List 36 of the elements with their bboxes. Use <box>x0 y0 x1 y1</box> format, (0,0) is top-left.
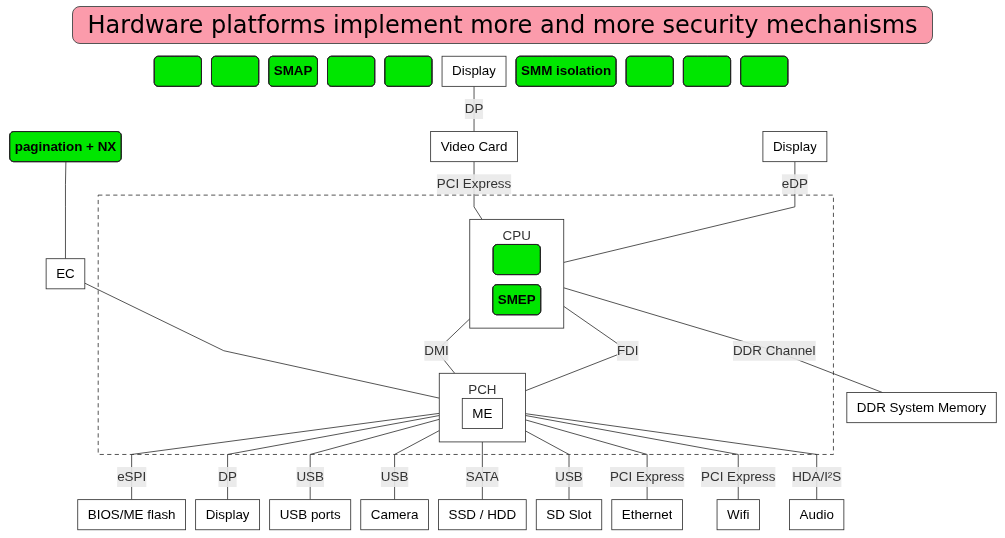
node-box: BIOS/ME flash <box>76 499 186 531</box>
node-box: SD Slot <box>535 499 602 531</box>
edge-label: DP <box>217 469 237 484</box>
edge-label: PCI Express <box>436 176 511 191</box>
node-box: Display <box>441 55 506 87</box>
edge-label: SATA <box>465 469 499 484</box>
edge-label: USB <box>295 469 324 484</box>
node-box: Camera <box>359 499 429 531</box>
node-box: Video Card <box>429 131 518 163</box>
node-box: ME <box>461 398 503 429</box>
edge-label: eDP <box>781 176 808 191</box>
edge-label: DMI <box>423 343 449 358</box>
connector <box>562 161 795 263</box>
edge-label: PCI Express <box>700 469 775 484</box>
edge-label: USB <box>554 469 583 484</box>
banner-note: Hardware platforms implement more and more security mechanisms <box>72 6 933 44</box>
connector <box>83 282 440 399</box>
node-box: Display <box>194 499 260 531</box>
edge-label: eSPI <box>116 469 146 484</box>
node-box: Audio <box>788 499 844 531</box>
node-box: Wifi <box>716 499 760 531</box>
edge-label: HDA/I²S <box>791 469 841 484</box>
edge-label: USB <box>380 469 408 484</box>
node-box: USB ports <box>268 499 351 531</box>
node-box: SSD / HDD <box>437 499 527 531</box>
cluster <box>97 194 834 455</box>
node-box: EC <box>45 258 85 290</box>
node-box: DDR System Memory <box>845 392 997 424</box>
edge-label: PCI Express <box>609 469 684 484</box>
node-box: Ethernet <box>610 499 683 531</box>
edge-label: DDR Channel <box>732 343 816 358</box>
edge-label: FDI <box>616 343 638 358</box>
connector <box>562 287 883 393</box>
edge-label: DP <box>464 101 483 116</box>
node-box: Display <box>762 131 827 163</box>
connector <box>64 161 66 260</box>
